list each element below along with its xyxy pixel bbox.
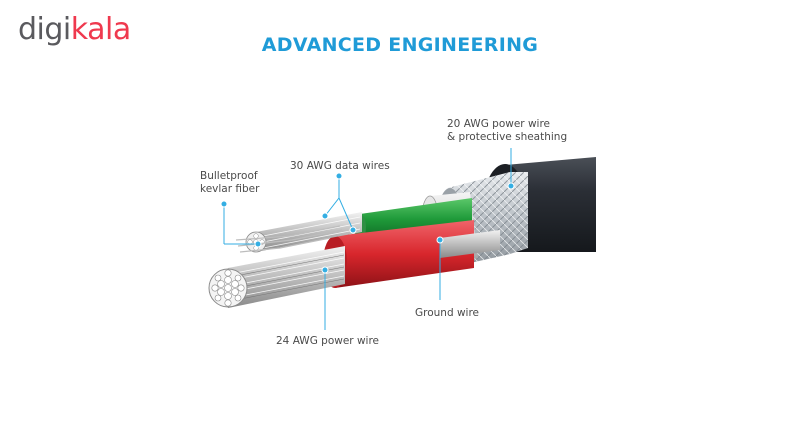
logo-part-digi: digi <box>18 12 71 47</box>
callout-lines <box>223 148 512 330</box>
label-20awg-power-wire: 20 AWG power wire & protective sheathing <box>447 118 567 144</box>
diagram-title: ADVANCED ENGINEERING <box>261 34 539 56</box>
label-24awg-power-wire: 24 AWG power wire <box>276 335 380 347</box>
label-kevlar-line2: kevlar fiber <box>200 183 260 195</box>
power-wire-strands <box>208 246 345 308</box>
label-ground-wire: Ground wire <box>415 307 480 319</box>
digikala-logo: digikala <box>18 12 131 47</box>
label-20awg-line2: & protective sheathing <box>447 131 568 143</box>
callout-dots <box>220 172 515 274</box>
label-20awg-line1: 20 AWG power wire <box>447 118 551 130</box>
logo-part-kala: kala <box>70 12 131 47</box>
ground-wire-strands <box>440 230 500 258</box>
label-kevlar-line1: Bulletproof <box>200 170 258 182</box>
label-kevlar-fiber: Bulletproof kevlar fiber <box>200 170 259 196</box>
label-30awg-data-wires: 30 AWG data wires <box>290 160 390 172</box>
